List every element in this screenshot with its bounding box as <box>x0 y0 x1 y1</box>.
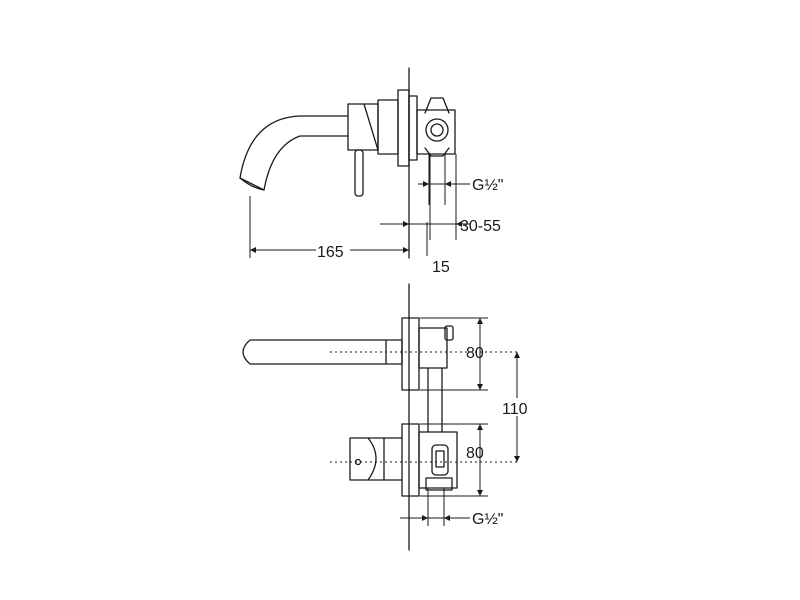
in-wall-valve-side <box>416 97 456 205</box>
lever-handle-side <box>354 149 364 197</box>
dim-wall-range-label: 30-55 <box>460 218 501 235</box>
dim-center-distance: 110 <box>498 352 534 462</box>
spout-front <box>242 339 403 365</box>
dim-lower-height-label: 80 <box>466 445 484 462</box>
dim-lower-height: 80 <box>420 423 488 497</box>
dim-upper-height: 80 <box>420 317 488 391</box>
lever-handle-front <box>349 437 403 481</box>
dim-plate: 15 <box>426 222 450 276</box>
dim-spout-length: 165 <box>249 196 409 261</box>
lower-valve <box>401 423 458 497</box>
dim-center-distance-label: 110 <box>502 401 528 418</box>
dim-thread-top: G½" <box>418 177 503 194</box>
dim-plate-label: 15 <box>432 259 450 276</box>
dim-thread-top-label: G½" <box>472 177 503 194</box>
connecting-pipe <box>427 367 443 433</box>
dim-upper-height-label: 80 <box>466 345 484 362</box>
front-view: 80 110 80 G½" <box>242 283 534 551</box>
upper-flange <box>401 317 454 391</box>
spout-side <box>239 115 349 191</box>
dim-thread-bottom-label: G½" <box>472 511 503 528</box>
dim-spout-length-label: 165 <box>317 244 344 261</box>
dim-wall-range: 30-55 <box>380 154 501 240</box>
side-view: G½" 30-55 15 165 <box>239 67 503 276</box>
valve-body-side <box>347 89 418 167</box>
dim-thread-bottom: G½" <box>400 488 503 528</box>
